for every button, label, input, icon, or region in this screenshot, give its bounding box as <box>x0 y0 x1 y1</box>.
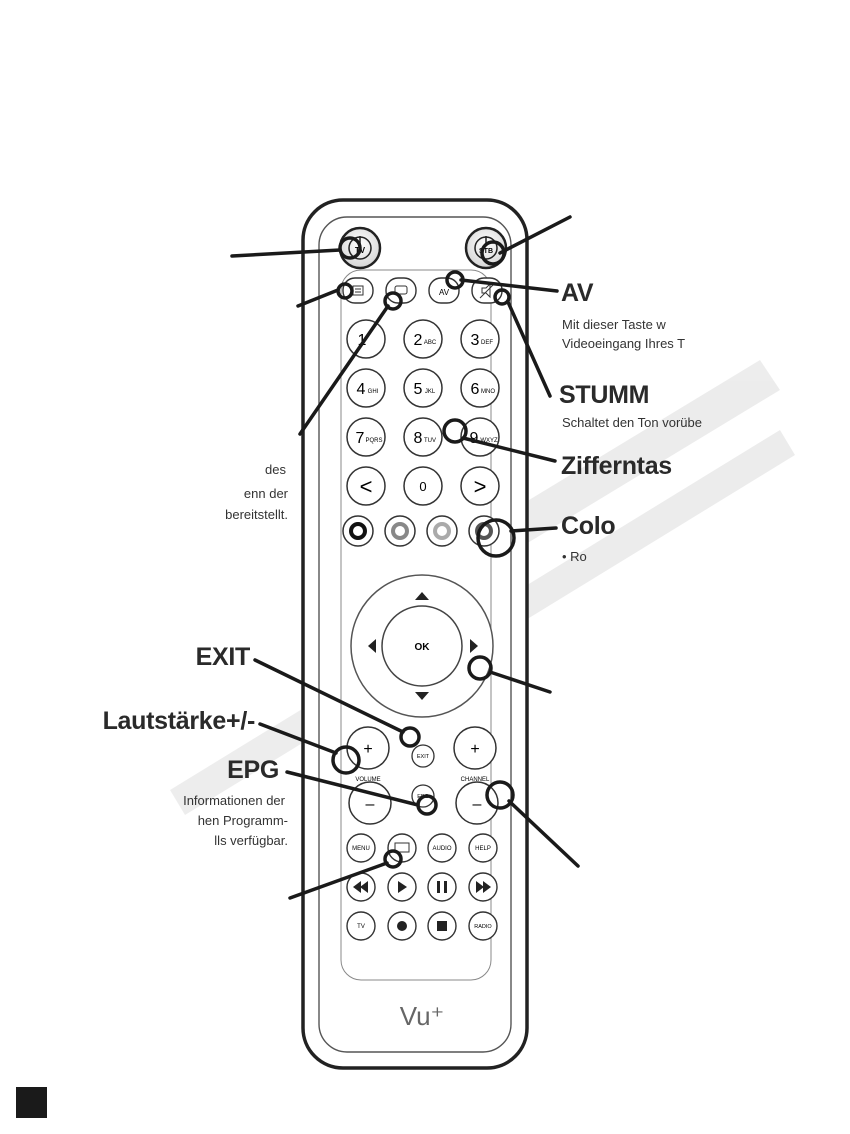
nav-left-arrow[interactable] <box>368 639 376 653</box>
teletext-callout-line-1: des <box>265 462 286 477</box>
yellow-button[interactable] <box>426 515 458 547</box>
key-3-letters: DEF <box>481 340 493 346</box>
key-5-letters: JKL <box>425 389 436 395</box>
play-button[interactable] <box>387 872 417 902</box>
nav-up-arrow[interactable] <box>415 592 429 600</box>
key-2-letters: ABC <box>424 340 437 346</box>
key-7-letters: PQRS <box>365 438 382 444</box>
key-8-letters: TUV <box>424 438 436 444</box>
remote-keypad-area <box>340 269 492 981</box>
channel-up-button[interactable]: + <box>453 726 497 770</box>
key-4-letters: GHI <box>368 389 379 395</box>
tv-label: TV <box>357 924 365 930</box>
epg-callout-line-3: lls verfügbar. <box>214 833 288 848</box>
av-callout-line-1: Mit dieser Taste w <box>562 317 666 332</box>
key-0[interactable]: 0 <box>403 466 443 506</box>
key-0-digit: 0 <box>419 479 426 494</box>
red-button[interactable] <box>342 515 374 547</box>
exit-callout-title: EXIT <box>195 643 251 671</box>
mute-callout-line-1: Schaltet den Ton vorübe <box>562 415 702 430</box>
radio-button[interactable]: RADIO <box>468 911 498 941</box>
prev-key-label: < <box>360 474 373 499</box>
av-callout-title: AV <box>561 279 594 307</box>
epg-callout-line-2: hen Programm- <box>197 813 288 828</box>
colors-callout-line-1: • Ro <box>562 549 587 564</box>
channel-up-label: + <box>470 741 479 758</box>
volume-callout-title: Lautstärke+/- <box>102 707 256 735</box>
volume-down-button[interactable]: – <box>348 781 392 825</box>
page-marker <box>16 1087 47 1118</box>
audio-label: AUDIO <box>432 846 451 852</box>
nav-right-arrow[interactable] <box>470 639 478 653</box>
remote-inner-panel <box>318 216 512 1053</box>
record-button[interactable] <box>387 911 417 941</box>
mute-callout-title: STUMM <box>559 381 650 409</box>
av-callout-line-2: Videoeingang Ihres T <box>562 336 686 351</box>
help-button[interactable]: HELP <box>468 833 498 863</box>
numbers-callout-title: Zifferntas <box>561 452 672 480</box>
volume-up-label: + <box>363 741 372 758</box>
key-6-digit: 6 <box>471 381 480 398</box>
key-7-digit: 7 <box>356 430 365 447</box>
fast-forward-button[interactable] <box>468 872 498 902</box>
channel-down-label: – <box>473 796 482 813</box>
ok-label: OK <box>415 642 431 653</box>
teletext-callout-line-2: enn der <box>243 486 288 501</box>
next-key[interactable]: > <box>460 466 500 506</box>
menu-button[interactable]: MENU <box>346 833 376 863</box>
menu-label: MENU <box>352 846 370 852</box>
stop-button[interactable] <box>427 911 457 941</box>
radio-label: RADIO <box>474 924 492 930</box>
av-button[interactable]: AV <box>428 277 460 304</box>
key-9-letters: WXYZ <box>480 438 498 444</box>
prev-key[interactable]: < <box>346 466 386 506</box>
key-1-digit: 1 <box>358 332 367 349</box>
volume-label: VOLUME <box>355 777 380 783</box>
next-key-label: > <box>474 474 487 499</box>
teletext-callout-line-3: bereitstellt. <box>225 507 288 522</box>
navigation-pad: OK <box>350 574 494 718</box>
epg-callout-title: EPG <box>227 756 279 784</box>
callout-lines <box>230 215 580 900</box>
key-4-digit: 4 <box>357 381 366 398</box>
stb-power-label: STB <box>479 248 493 255</box>
epg-callout-line-1: Informationen der <box>183 793 285 808</box>
exit-button-label: EXIT <box>417 754 430 760</box>
exit-button[interactable]: EXIT <box>411 744 435 768</box>
subtitle-button[interactable] <box>385 277 417 304</box>
key-5-digit: 5 <box>414 381 423 398</box>
green-button[interactable] <box>384 515 416 547</box>
tv-button[interactable]: TV <box>346 911 376 941</box>
vu-logo: Vu⁺ <box>400 1001 445 1031</box>
key-2-digit: 2 <box>414 332 423 349</box>
audio-button[interactable]: AUDIO <box>427 833 457 863</box>
channel-label: CHANNEL <box>461 777 490 783</box>
key-9-digit: 9 <box>470 430 479 447</box>
colors-callout-title: Colo <box>561 512 616 540</box>
key-8-digit: 8 <box>414 430 423 447</box>
av-button-label: AV <box>439 288 450 297</box>
nav-down-arrow[interactable] <box>415 692 429 700</box>
ok-button[interactable]: OK <box>381 605 463 687</box>
pause-button[interactable] <box>427 872 457 902</box>
help-label: HELP <box>475 846 491 852</box>
volume-down-label: – <box>366 796 375 813</box>
callout-markers <box>331 236 516 869</box>
key-3-digit: 3 <box>471 332 480 349</box>
key-6-letters: MNO <box>481 389 495 395</box>
